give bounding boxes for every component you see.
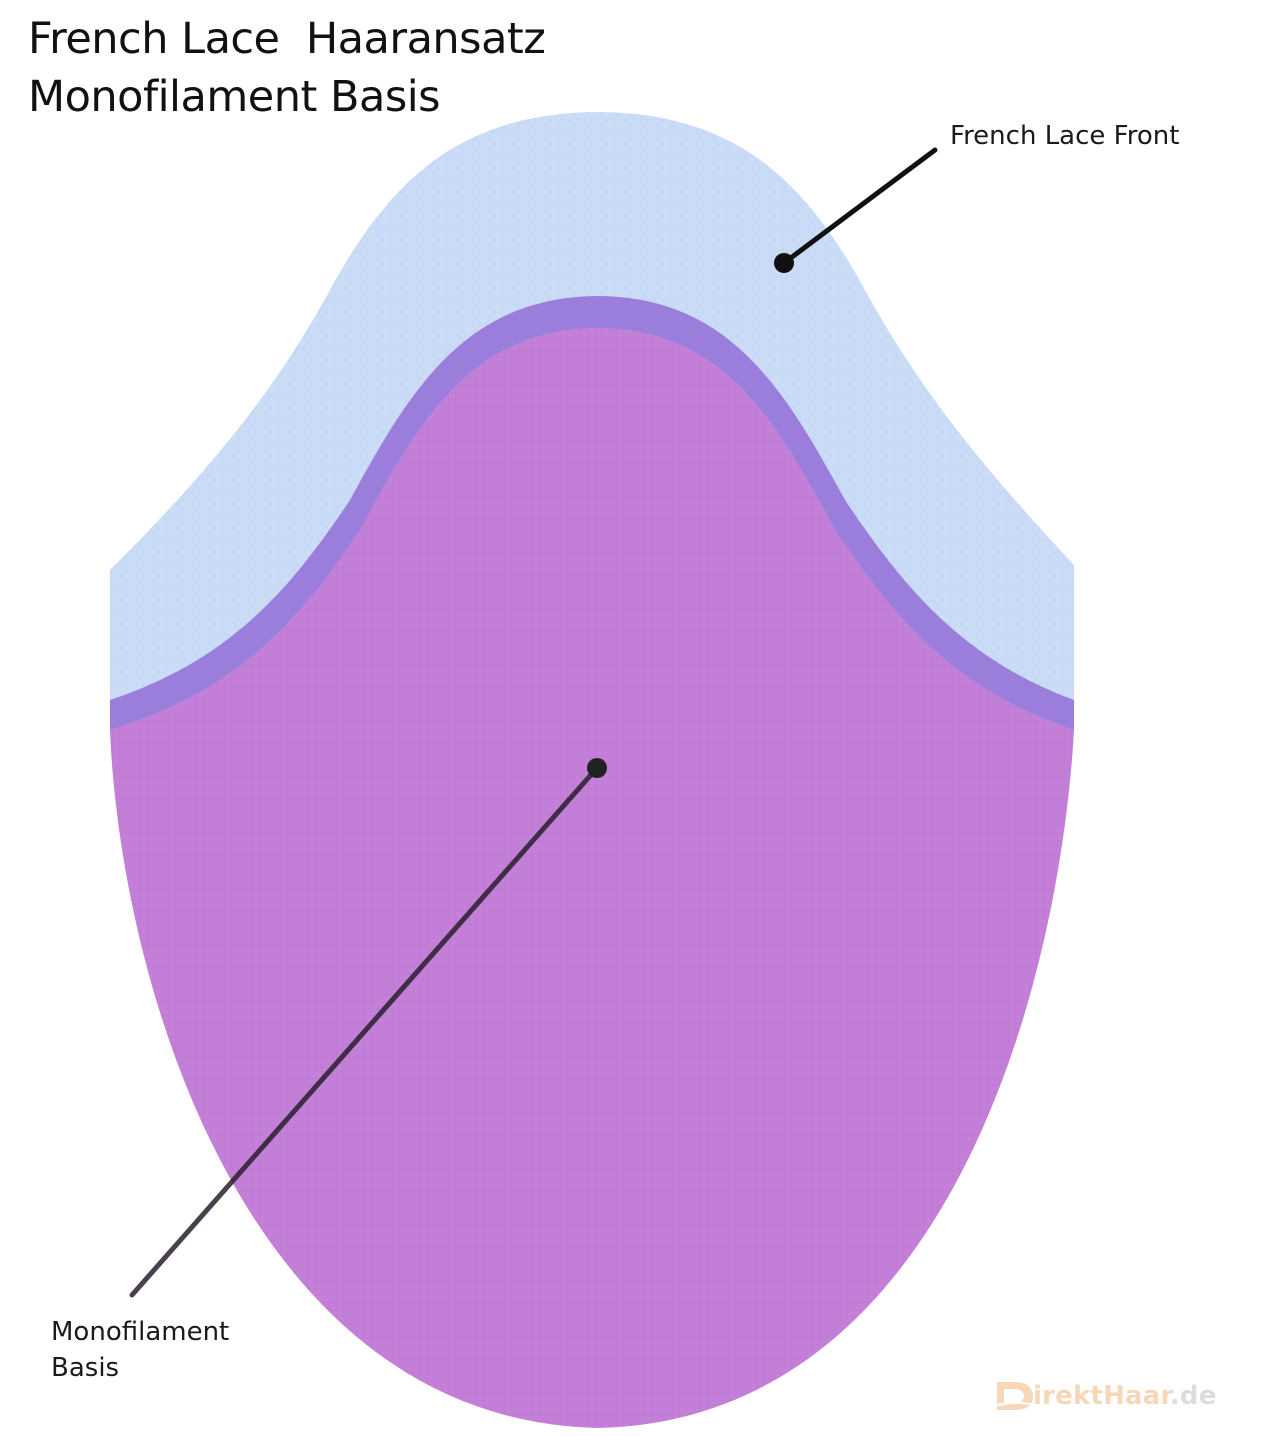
title-line-1: French Lace Haaransatz	[28, 14, 546, 64]
french-lace-leader-dot	[774, 253, 794, 273]
diagram-title: French Lace Haaransatz Monofilament Basi…	[28, 10, 546, 126]
logo-text-main: irektHaar	[1033, 1381, 1170, 1411]
monofilament-base-label: Monofilament Basis	[51, 1314, 229, 1386]
transition-border-band	[110, 296, 1074, 730]
logo-text-tld: .de	[1169, 1381, 1217, 1411]
title-line-2: Monofilament Basis	[28, 72, 441, 122]
logo-d-mark-icon	[997, 1382, 1033, 1410]
french-lace-front-label: French Lace Front	[950, 121, 1180, 151]
french-lace-leader	[774, 147, 938, 273]
logo-text: irektHaar.de	[1033, 1381, 1217, 1411]
monofilament-label-line-2: Basis	[51, 1353, 120, 1383]
monofilament-label-line-1: Monofilament	[51, 1317, 230, 1347]
direkthaar-logo: irektHaar.de	[995, 1376, 1217, 1416]
monofilament-leader-dot	[587, 758, 607, 778]
monofilament-leader	[129, 758, 607, 1298]
